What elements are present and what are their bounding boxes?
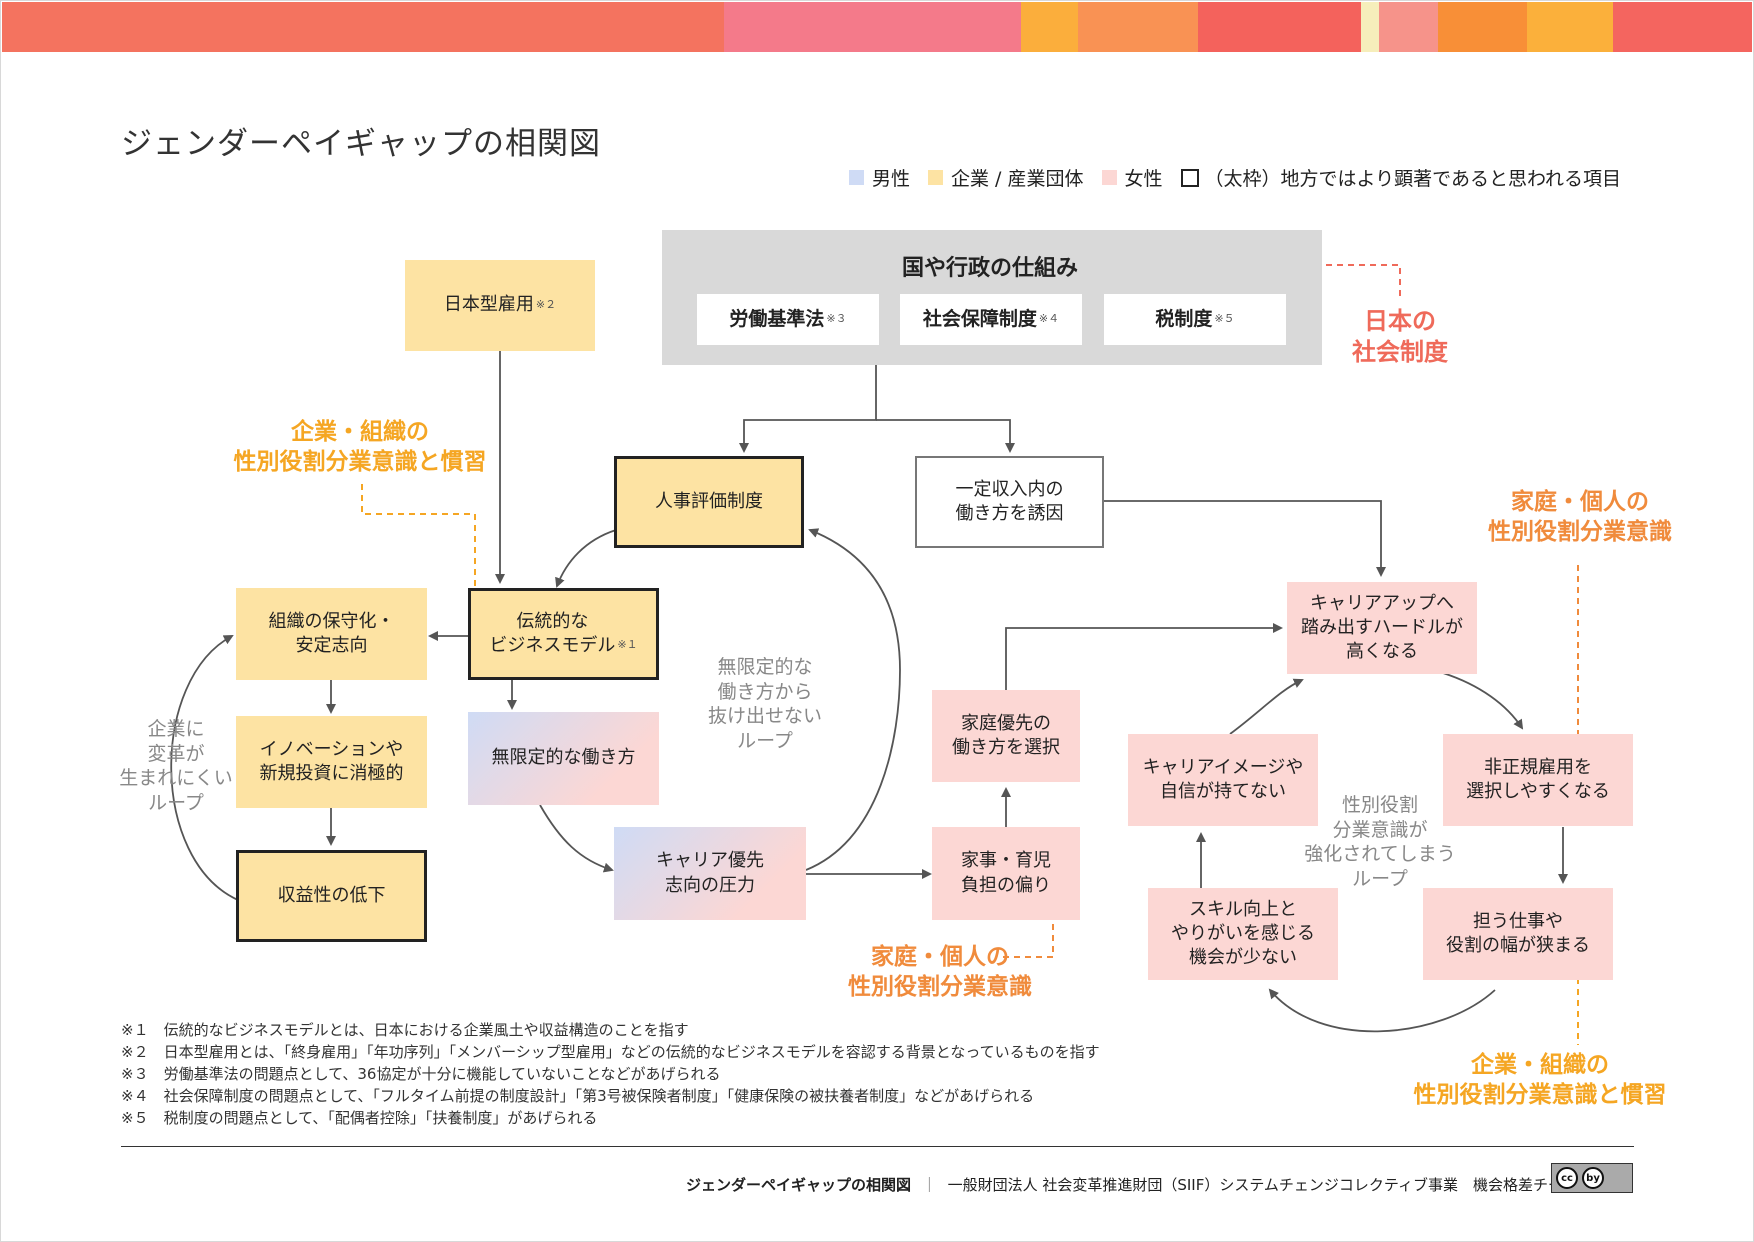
footnote: ※５ 税制度の問題点として、「配偶者控除」「扶養制度」があげられる — [121, 1109, 598, 1127]
by-icon: by — [1582, 1167, 1604, 1189]
node-innovation: イノベーションや 新規投資に消極的 — [236, 716, 427, 808]
arrow-gov-to-hr-eval — [739, 365, 877, 453]
node-label: 日本型雇用 — [443, 294, 534, 316]
dashed-link-japan-social — [1326, 264, 1401, 298]
node-career-hurdle: キャリアアップへ 踏み出すハードルが 高くなる — [1287, 582, 1477, 674]
legend-outline-swatch — [1180, 168, 1199, 187]
legend-swatch — [849, 170, 864, 185]
arrow-gov-to-income-limit — [876, 419, 1015, 453]
node-profit-decline: 収益性の低下 — [236, 850, 427, 942]
legend-item-outline: （太枠）地方ではより顕著であると思われる項目 — [1180, 164, 1621, 191]
arrow-narrow-role-to-few-skill — [1268, 988, 1496, 1033]
label-corp-org-top: 企業・組織の 性別役割分業意識と慣習 — [233, 419, 487, 475]
loop-label-unlimited: 無限定的な 働き方から 抜け出せない ループ — [707, 656, 822, 753]
color-stripe — [1198, 2, 1361, 52]
legend-swatch — [1101, 170, 1117, 185]
color-stripe — [1078, 2, 1198, 52]
law-note: ※４ — [1038, 312, 1060, 326]
arrow-family-first-to-hurdle — [1005, 623, 1283, 690]
dashed-link-family-bottom — [998, 924, 1054, 958]
page-title: ジェンダーペイギャップの相関図 — [121, 126, 601, 162]
footnotes: ※１ 伝統的なビジネスモデルとは、日本における企業風土や収益構造のことを指す ※… — [121, 1019, 1100, 1129]
label-japan-social: 日本の 社会制度 — [1352, 307, 1448, 367]
node-conservatism: 組織の保守化・ 安定志向 — [236, 588, 427, 680]
node-career-image: キャリアイメージや 自信が持てない — [1128, 734, 1318, 826]
government-title: 国や行政の仕組み — [901, 256, 1078, 281]
arrow-hurdle-to-non-regular — [1442, 672, 1524, 730]
law-label: 労働基準法 — [729, 307, 825, 330]
legend-item-male: 男性 — [849, 164, 910, 191]
node-income-limit: 一定収入内の 働き方を誘因 — [915, 456, 1104, 548]
arrow-unlimited-loop — [805, 528, 901, 871]
node-few-skill: スキル向上と やりがいを感じる 機会が少ない — [1148, 888, 1338, 980]
law-tax: 税制度※５ — [1104, 294, 1286, 345]
arrow-hr-eval-to-bm — [555, 529, 617, 588]
node-family-first: 家庭優先の 働き方を選択 — [932, 690, 1080, 782]
arrow-unlimited-to-career-pressure — [539, 804, 614, 873]
node-traditional-business-model: 伝統的な ビジネスモデル※１ — [468, 588, 659, 680]
node-japan-employment: 日本型雇用※２ — [405, 260, 595, 351]
node-unlimited-work: 無限定的な働き方 — [468, 712, 659, 805]
arrow-corp-loop — [170, 635, 239, 901]
cc-by-license-badge: cc by — [1551, 1163, 1633, 1193]
legend-item-company: 企業 / 産業団体 — [928, 164, 1084, 191]
footnote: ※１ 伝統的なビジネスモデルとは、日本における企業風土や収益構造のことを指す — [121, 1021, 689, 1039]
dashed-link-corp-top — [361, 484, 476, 590]
footnote: ※３ 労働基準法の問題点として、36協定が十分に機能していないことなどがあげられ… — [121, 1065, 721, 1083]
law-note: ※５ — [1214, 312, 1235, 326]
color-stripe — [724, 2, 1021, 52]
arrow-career-image-to-hurdle — [1229, 678, 1304, 735]
color-stripe — [2, 2, 724, 52]
node-hr-evaluation: 人事評価制度 — [614, 456, 804, 548]
node-housework-burden: 家事・育児 負担の偏り — [932, 827, 1080, 920]
color-stripe — [1021, 2, 1078, 52]
label-family-bottom: 家庭・個人の 性別役割分業意識 — [848, 944, 1032, 1000]
law-note: ※３ — [826, 312, 847, 326]
loop-label-corporate: 企業に 変革が 生まれにくい ループ — [119, 718, 233, 815]
color-stripe — [1527, 2, 1613, 52]
node-non-regular: 非正規雇用を 選択しやすくなる — [1443, 734, 1633, 826]
law-social-security: 社会保障制度※４ — [900, 294, 1082, 345]
footer-title: ジェンダーペイギャップの相関図 — [686, 1176, 912, 1194]
footnote: ※２ 日本型雇用とは、「終身雇用」「年功序列」「メンバーシップ型雇用」などの伝統… — [121, 1043, 1100, 1061]
footer-divider — [121, 1146, 1634, 1147]
color-stripe — [1379, 2, 1438, 52]
footer-separator: ｜ — [921, 1176, 937, 1194]
node-narrow-role: 担う仕事や 役割の幅が狭まる — [1423, 888, 1613, 980]
loop-label-gender: 性別役割 分業意識が 強化されてしまう ループ — [1304, 794, 1456, 891]
color-stripe — [1613, 2, 1752, 52]
legend-swatch — [928, 170, 944, 185]
law-label: 税制度 — [1155, 307, 1213, 330]
label-family-top-right: 家庭・個人の 性別役割分業意識 — [1488, 489, 1672, 545]
legend: 男性 企業 / 産業団体 女性 （太枠）地方ではより顕著であると思われる項目 — [849, 164, 1639, 191]
legend-label: 男性 — [872, 168, 911, 190]
arrow-income-limit-to-hurdle — [1104, 500, 1386, 577]
label-corp-org-bottom: 企業・組織の 性別役割分業意識と慣習 — [1413, 1052, 1667, 1108]
node-note: ※２ — [535, 298, 557, 312]
color-stripe — [1361, 2, 1379, 52]
node-career-pressure: キャリア優先 志向の圧力 — [614, 827, 806, 920]
legend-label: （太枠）地方ではより顕著であると思われる項目 — [1204, 168, 1621, 190]
footnote: ※４ 社会保障制度の問題点として、「フルタイム前提の制度設計」「第3号被保険者制… — [121, 1087, 1035, 1105]
legend-label: 企業 / 産業団体 — [951, 168, 1084, 190]
legend-item-female: 女性 — [1101, 164, 1163, 191]
law-labor-standards: 労働基準法※３ — [697, 294, 879, 345]
legend-label: 女性 — [1124, 168, 1163, 190]
cc-icon: cc — [1556, 1167, 1578, 1189]
footer-org: 一般財団法人 社会変革推進財団（SIIF）システムチェンジコレクティブ事業 機会… — [947, 1176, 1578, 1194]
top-color-bar — [2, 2, 1752, 52]
law-label: 社会保障制度 — [922, 307, 1037, 330]
footer-credit: ジェンダーペイギャップの相関図 ｜ 一般財団法人 社会変革推進財団（SIIF）シ… — [686, 1174, 1578, 1195]
color-stripe — [1438, 2, 1527, 52]
node-label: 伝統的な ビジネスモデル — [489, 610, 616, 656]
node-note: ※１ — [617, 638, 638, 652]
